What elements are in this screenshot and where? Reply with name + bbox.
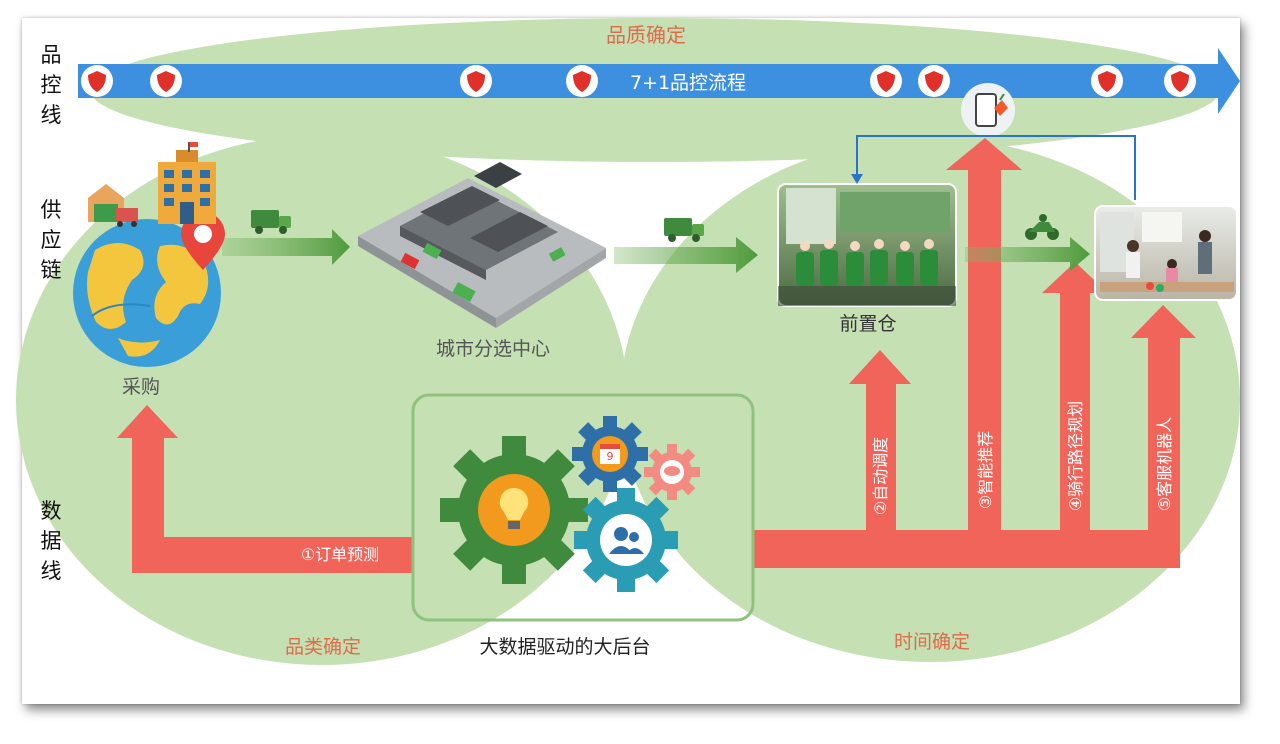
procurement-globe-icon: [73, 219, 221, 367]
factory-icon: [88, 184, 138, 227]
quality-title: 品质确定: [606, 23, 686, 47]
supply-chain-label: 供 应 链: [36, 195, 66, 285]
truck-icon-2: [664, 218, 704, 242]
order-forecast-arrow: [117, 405, 412, 573]
scooter-icon: [1025, 214, 1059, 240]
checkpoint-shields: [81, 65, 1196, 97]
rider-route-arrow: [1042, 262, 1108, 530]
supply-arrows: [222, 229, 1090, 273]
quality-line-label: 品 控 线: [36, 40, 66, 130]
front-warehouse-label: 前置仓: [839, 313, 896, 335]
service-robot-label: ⑤客服机器人: [1155, 417, 1174, 511]
location-pin-icon: [181, 212, 225, 270]
customer-photo: [1094, 205, 1238, 301]
time-region-label: 时间确定: [894, 631, 970, 653]
data-arrows: [117, 138, 1196, 573]
quality-line-text: 品 控 线: [40, 43, 62, 127]
front-warehouse-photo: [777, 183, 957, 307]
truck-icon: [251, 210, 291, 234]
sorting-center-label: 城市分选中心: [436, 338, 550, 360]
data-line-label: 数 据 线: [36, 496, 66, 586]
auto-dispatch-label: ②自动调度: [871, 437, 890, 515]
lightbulb-gear-icon: [440, 436, 588, 584]
quality-process-arrow: [78, 48, 1240, 114]
backend-label: 大数据驱动的大后台: [479, 636, 650, 658]
service-robot-arrow: [1131, 305, 1196, 568]
calendar-day: 9: [607, 450, 614, 463]
calendar-gear-icon: [572, 416, 648, 492]
feedback-line: [856, 135, 1136, 200]
auto-dispatch-arrow: [849, 350, 911, 530]
category-region-label: 品类确定: [285, 636, 361, 658]
sorting-center-illustration: [358, 162, 606, 328]
backend-box: [411, 393, 755, 622]
smart-recommend-arrow: [946, 138, 1022, 530]
smart-recommend-label: ③智能推荐: [976, 431, 995, 509]
order-forecast-label: ①订单预测: [301, 545, 379, 564]
data-line-text: 数 据 线: [40, 499, 62, 583]
office-building-icon: [158, 142, 216, 224]
supply-chain-text: 供 应 链: [40, 198, 62, 282]
smartphone-icon: [961, 83, 1015, 137]
feedback-arrowhead: [851, 174, 863, 184]
quality-arrow-label: 7+1品控流程: [630, 72, 746, 94]
cloud-gear-icon: [644, 444, 700, 500]
procurement-label: 采购: [122, 376, 160, 398]
users-gear-icon: [574, 488, 678, 592]
rider-route-label: ④骑行路径规划: [1066, 401, 1085, 511]
